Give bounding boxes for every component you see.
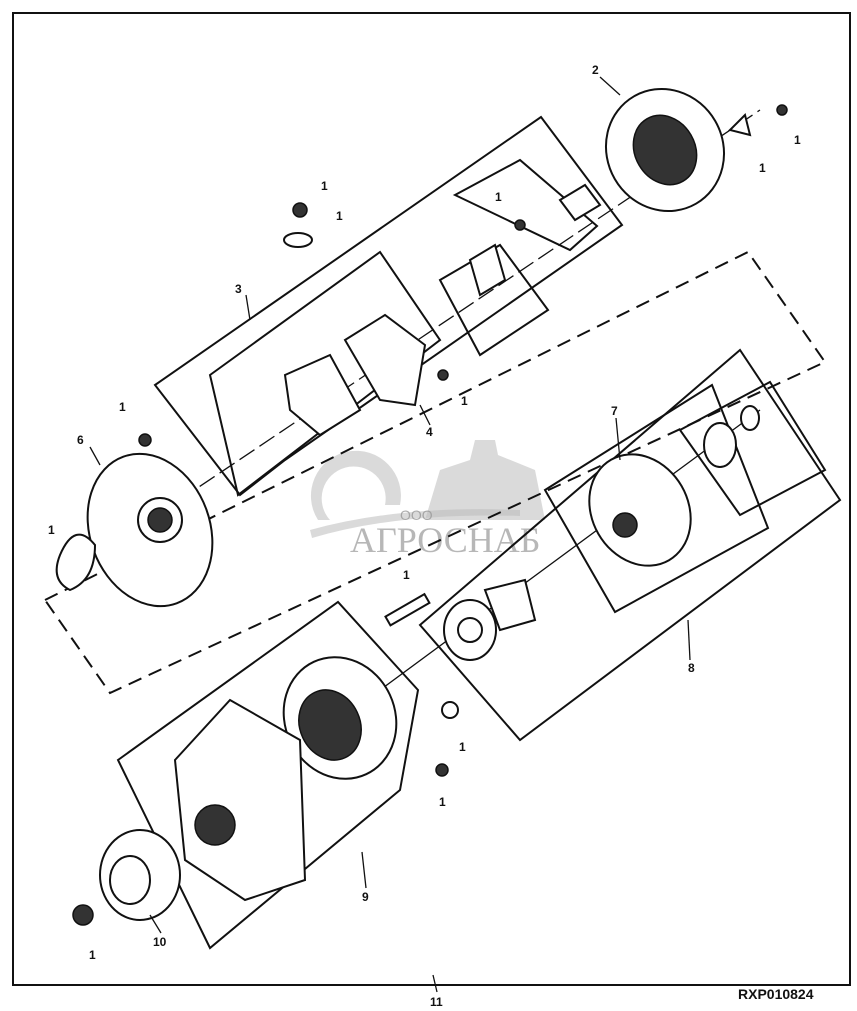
callout-2: 2 (592, 63, 599, 77)
callout-1: 1 (48, 523, 55, 537)
group-box-upper-small (452, 158, 599, 252)
group-box-4 (208, 250, 442, 497)
callout-1: 1 (461, 394, 468, 408)
figure-code: RXP010824 (738, 986, 814, 1002)
slip-ring-end-frame-part (86, 452, 214, 608)
callout-1: 1 (794, 133, 801, 147)
callout-1: 1 (439, 795, 446, 809)
bearing-part (703, 405, 760, 468)
axis-line-upper (119, 109, 761, 541)
watermark-small-text: ООО (400, 507, 433, 523)
small-hardware-parts (55, 104, 788, 926)
callout-1: 1 (119, 400, 126, 414)
callout-1: 1 (495, 190, 502, 204)
callout-1: 1 (89, 948, 96, 962)
diagram-frame (12, 12, 851, 986)
callout-1: 1 (403, 568, 410, 582)
regulator-part (283, 313, 427, 437)
callout-8: 8 (688, 661, 695, 675)
pulley-part (99, 829, 181, 921)
stator-part (282, 656, 398, 780)
callout-7: 7 (611, 404, 618, 418)
group-box-bearing (678, 380, 827, 517)
leader-lines (89, 76, 691, 993)
callout-4: 4 (426, 425, 433, 439)
callout-labels: 2 1 1 1 1 1 3 4 1 1 6 1 7 8 1 1 1 9 10 1… (48, 63, 814, 1009)
callout-9: 9 (362, 890, 369, 904)
callout-6: 6 (77, 433, 84, 447)
watermark-name-text: АГРОСНАБ (350, 520, 540, 560)
group-box-9 (116, 600, 420, 950)
drive-end-frame-part (173, 698, 307, 902)
rotor-part (588, 453, 692, 567)
group-box-8 (418, 348, 842, 742)
rear-cover-part (604, 87, 726, 213)
bearing-lower-part (443, 578, 537, 661)
watermark-logo: ООО АГРОСНАБ (310, 440, 545, 560)
callout-1: 1 (459, 740, 466, 754)
callout-3: 3 (235, 282, 242, 296)
group-box-3 (153, 115, 624, 497)
group-box-7 (543, 383, 770, 614)
callout-1: 1 (336, 209, 343, 223)
callout-1: 1 (759, 161, 766, 175)
callout-1: 1 (321, 179, 328, 193)
callout-10: 10 (153, 935, 167, 949)
dashed-group-box (43, 250, 827, 695)
callout-11: 11 (430, 995, 443, 1009)
